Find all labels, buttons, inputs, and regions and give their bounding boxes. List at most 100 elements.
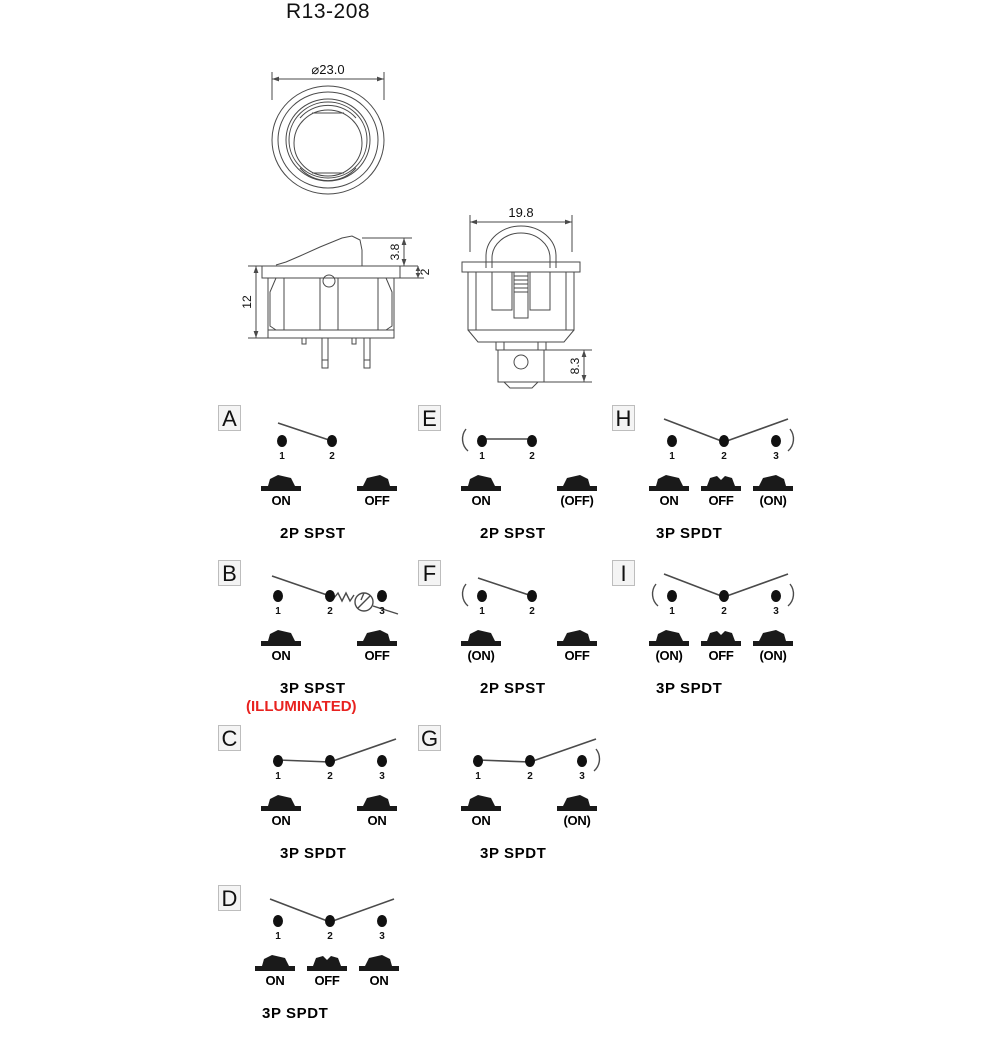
variant-letter-badge: E [418, 405, 441, 431]
svg-text:1: 1 [669, 606, 675, 617]
rocker-position-row: ON (ON) [436, 793, 618, 845]
rocker-position: OFF [698, 473, 744, 508]
rocker-position: ON [458, 473, 504, 508]
top-view-drawing [271, 72, 385, 195]
svg-text:2: 2 [329, 451, 335, 462]
front-view-drawing [461, 215, 592, 389]
rocker-position: ON [258, 473, 304, 508]
rocker-position-label: ON [659, 493, 679, 508]
dim-19-8: 19.8 [508, 205, 533, 220]
rocker-position-row: ON OFF (ON) [630, 473, 812, 525]
variant-letter-badge: I [612, 560, 635, 586]
rocker-position: OFF [354, 628, 400, 663]
svg-text:3: 3 [379, 771, 385, 782]
svg-text:2: 2 [327, 931, 333, 942]
svg-text:2: 2 [327, 606, 333, 617]
rocker-position: ON [258, 628, 304, 663]
svg-text:2: 2 [527, 771, 533, 782]
dim-3-8: 3.8 [388, 243, 402, 260]
variant-letter-badge: A [218, 405, 241, 431]
pole-type-label: 2P SPST [280, 525, 346, 542]
rocker-position: OFF [698, 628, 744, 663]
variant-letter-badge: G [418, 725, 441, 751]
rocker-position-label: ON [271, 813, 291, 828]
svg-text:1: 1 [275, 771, 281, 782]
variant-letter-badge: F [418, 560, 441, 586]
svg-text:3: 3 [579, 771, 585, 782]
rocker-position-label: OFF [708, 648, 734, 663]
svg-text:2: 2 [327, 771, 333, 782]
svg-text:1: 1 [275, 606, 281, 617]
rocker-position-label: ON [471, 813, 491, 828]
rocker-position: OFF [354, 473, 400, 508]
rocker-position-label: (ON) [563, 813, 591, 828]
pole-type-label: 3P SPDT [262, 1005, 329, 1022]
rocker-position-label: (ON) [655, 648, 683, 663]
rocker-position-row: ON ON [236, 793, 418, 845]
pole-type-label: 3P SPST [280, 680, 346, 697]
rocker-position-row: ON OFF [236, 628, 418, 680]
rocker-position-label: ON [271, 648, 291, 663]
rocker-position-label: ON [471, 493, 491, 508]
svg-text:3: 3 [379, 931, 385, 942]
illuminated-note: (ILLUMINATED) [246, 698, 357, 715]
rocker-position: (OFF) [554, 473, 600, 508]
dim-12: 12 [240, 295, 254, 309]
svg-text:1: 1 [279, 451, 285, 462]
pole-type-label: 2P SPST [480, 680, 546, 697]
rocker-position: (ON) [646, 628, 692, 663]
svg-text:2: 2 [529, 451, 535, 462]
rocker-position-label: ON [271, 493, 291, 508]
svg-text:2: 2 [721, 451, 727, 462]
variant-letter-badge: D [218, 885, 241, 911]
rocker-position-label: OFF [364, 648, 390, 663]
rocker-position: (ON) [750, 473, 796, 508]
rocker-position: ON [354, 793, 400, 828]
mechanical-drawings: ⌀23.0 19.8 3.8 2 12 8.3 [240, 62, 592, 389]
rocker-position-label: (OFF) [560, 493, 594, 508]
rocker-position-row: ON OFF [236, 473, 418, 525]
svg-text:1: 1 [479, 451, 485, 462]
rocker-position: (ON) [458, 628, 504, 663]
variant-letter-badge: C [218, 725, 241, 751]
variant-f: F 1 2 (ON) OFF 2P SPST [418, 560, 618, 715]
rocker-position-row: (ON) OFF [436, 628, 618, 680]
rocker-position: (ON) [554, 793, 600, 828]
rocker-position-row: ON (OFF) [436, 473, 618, 525]
svg-text:3: 3 [773, 606, 779, 617]
pole-type-label: 3P SPDT [280, 845, 347, 862]
dim-diameter-23: ⌀23.0 [311, 62, 344, 77]
rocker-position: OFF [554, 628, 600, 663]
rocker-position-row: (ON) OFF (ON) [630, 628, 812, 680]
dim-8-3: 8.3 [568, 357, 582, 374]
rocker-position: ON [646, 473, 692, 508]
rocker-position: OFF [304, 953, 350, 988]
svg-text:1: 1 [475, 771, 481, 782]
svg-text:1: 1 [479, 606, 485, 617]
svg-text:3: 3 [773, 451, 779, 462]
rocker-position-label: ON [369, 973, 389, 988]
pole-type-label: 3P SPDT [480, 845, 547, 862]
rocker-position-label: OFF [314, 973, 340, 988]
rocker-position-row: ON OFF ON [236, 953, 418, 1005]
rocker-position: ON [356, 953, 402, 988]
pole-type-label: 3P SPDT [656, 525, 723, 542]
rocker-position-label: OFF [564, 648, 590, 663]
page-title: R13-208 [286, 0, 371, 23]
rocker-position-label: ON [367, 813, 387, 828]
svg-text:2: 2 [529, 606, 535, 617]
rocker-position-label: OFF [708, 493, 734, 508]
rocker-position-label: ON [265, 973, 285, 988]
rocker-position: (ON) [750, 628, 796, 663]
rocker-position-label: (ON) [759, 493, 787, 508]
svg-text:1: 1 [669, 451, 675, 462]
